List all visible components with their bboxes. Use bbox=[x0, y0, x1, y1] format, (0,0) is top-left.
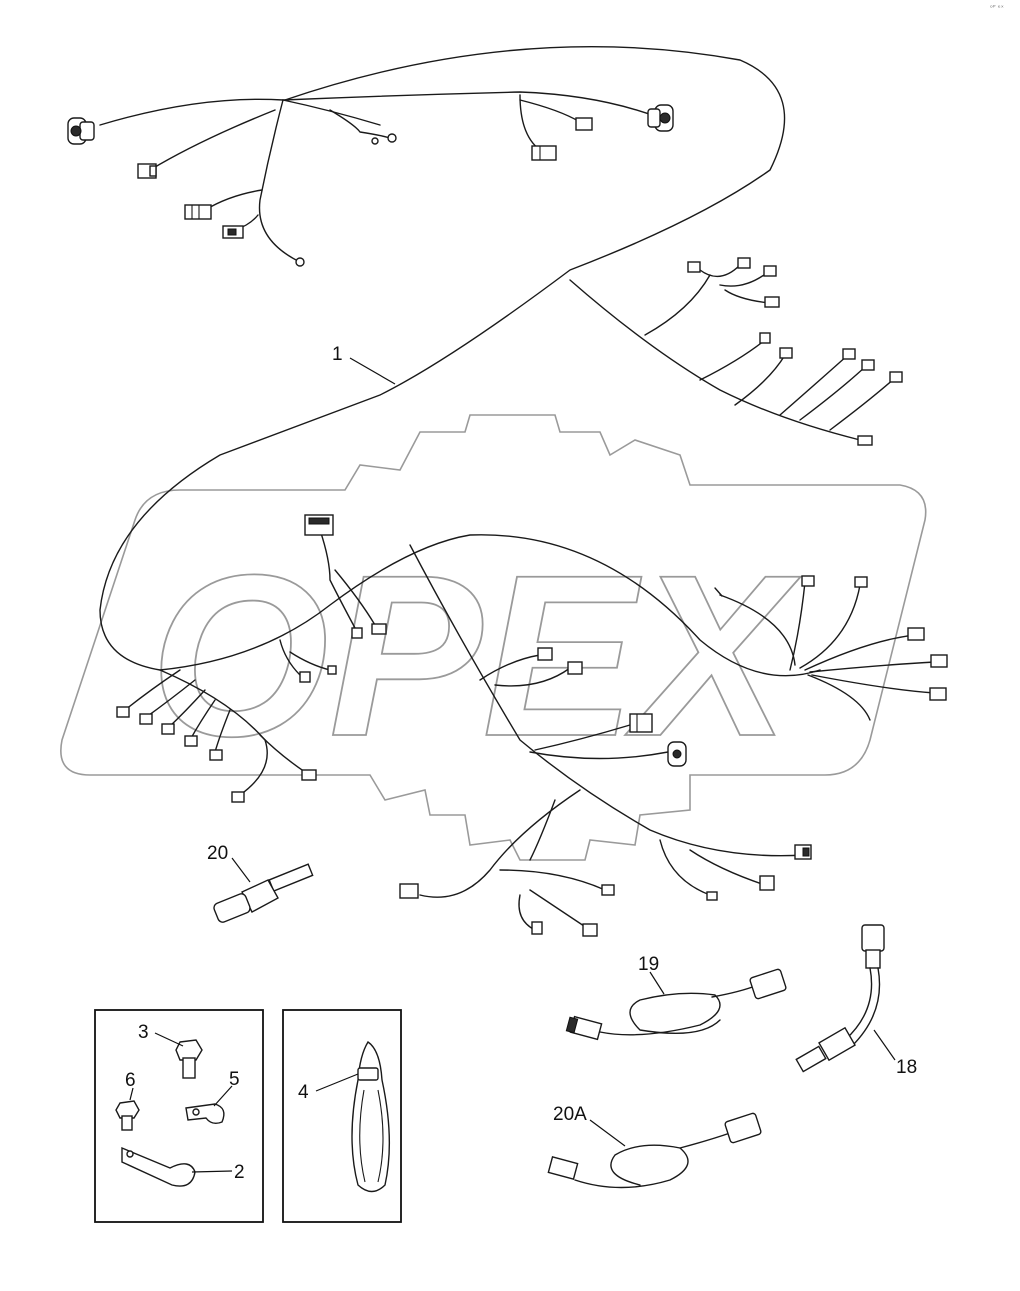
bolt-3 bbox=[175, 1039, 203, 1079]
ring-terminal-icon bbox=[387, 133, 397, 143]
plug-connector-icon bbox=[575, 117, 593, 131]
plug-connector-icon bbox=[763, 265, 777, 277]
plug-connector-icon bbox=[601, 884, 615, 896]
watermark-text: OPEX bbox=[150, 527, 801, 784]
plug-connector-icon bbox=[759, 875, 775, 891]
callout-20: 20 bbox=[207, 843, 228, 864]
pin-terminal-icon bbox=[714, 587, 723, 597]
plug-connector-icon bbox=[929, 687, 947, 701]
relay-box-icon bbox=[304, 514, 334, 536]
plug-connector-icon bbox=[907, 627, 925, 641]
plug-connector-icon bbox=[764, 296, 780, 308]
harness-connectors bbox=[67, 104, 948, 937]
callout-19: 19 bbox=[638, 954, 659, 975]
plug-connector-icon bbox=[794, 844, 812, 860]
watermark: OPEX bbox=[60, 414, 927, 861]
plug-connector-icon bbox=[582, 923, 598, 937]
clamp-2 bbox=[121, 1146, 196, 1187]
plug-connector-icon bbox=[222, 225, 244, 239]
ring-terminal-icon bbox=[295, 257, 305, 267]
watermark-gear bbox=[60, 414, 927, 861]
plug-connector-icon bbox=[351, 627, 363, 639]
round-connector-icon bbox=[67, 117, 95, 145]
callout-4: 4 bbox=[298, 1082, 309, 1103]
plug-connector-icon bbox=[327, 665, 337, 675]
tie-inset bbox=[282, 1009, 402, 1223]
plug-connector-icon bbox=[399, 883, 419, 899]
hardware-inset bbox=[94, 1009, 264, 1223]
plug-connector-icon bbox=[842, 348, 856, 360]
callout-1: 1 bbox=[332, 344, 343, 365]
plug-connector-icon bbox=[531, 145, 557, 161]
plug-connector-icon bbox=[184, 735, 198, 747]
plug-connector-icon bbox=[209, 749, 223, 761]
callout-20a: 20A bbox=[553, 1104, 587, 1125]
plug-connector-icon bbox=[139, 713, 153, 725]
plug-connector-icon bbox=[301, 769, 317, 781]
plug-connector-icon bbox=[779, 347, 793, 359]
plug-connector-icon bbox=[759, 332, 771, 344]
plug-connector-icon bbox=[861, 359, 875, 371]
plug-connector-icon bbox=[531, 921, 543, 935]
main-harness bbox=[99, 45, 936, 931]
plug-connector-icon bbox=[567, 661, 583, 675]
plug-connector-icon bbox=[857, 435, 873, 446]
bolt-6 bbox=[115, 1100, 140, 1131]
temp-sender-18 bbox=[795, 924, 885, 1073]
plug-connector-icon bbox=[137, 163, 157, 179]
plug-connector-icon bbox=[930, 654, 948, 668]
plug-connector-icon bbox=[889, 371, 903, 383]
callout-3: 3 bbox=[138, 1022, 149, 1043]
plug-connector-icon bbox=[116, 706, 130, 718]
clip-5 bbox=[185, 1103, 225, 1125]
plug-connector-icon bbox=[801, 575, 815, 587]
callout-2: 2 bbox=[234, 1162, 245, 1183]
round-connector-icon bbox=[647, 104, 674, 132]
plug-connector-icon bbox=[706, 891, 718, 901]
callouts: 1 20 19 20A 18 3 6 5 2 4 bbox=[125, 344, 917, 1183]
plug-connector-icon bbox=[737, 257, 751, 269]
plug-connector-icon bbox=[184, 204, 212, 220]
plug-connector-icon bbox=[854, 576, 868, 588]
plug-connector-icon bbox=[687, 261, 701, 273]
callout-6: 6 bbox=[125, 1070, 136, 1091]
plug-connector-icon bbox=[161, 723, 175, 735]
callout-5: 5 bbox=[229, 1069, 240, 1090]
sensor-harness-20a bbox=[547, 1112, 762, 1189]
corner-mark: ᵒᴾ ᵉˣ bbox=[990, 4, 1004, 12]
plug-connector-icon bbox=[629, 713, 653, 733]
plug-connector-icon bbox=[537, 647, 553, 661]
plug-connector-icon bbox=[371, 623, 387, 635]
round-connector-icon bbox=[667, 741, 687, 767]
sensor-harness-19 bbox=[565, 968, 787, 1041]
sensor-20 bbox=[213, 863, 314, 923]
callout-18: 18 bbox=[896, 1057, 917, 1078]
plug-connector-icon bbox=[231, 791, 245, 803]
cable-tie-4 bbox=[351, 1041, 391, 1193]
ring-terminal-icon bbox=[371, 137, 379, 145]
plug-connector-icon bbox=[299, 671, 311, 683]
